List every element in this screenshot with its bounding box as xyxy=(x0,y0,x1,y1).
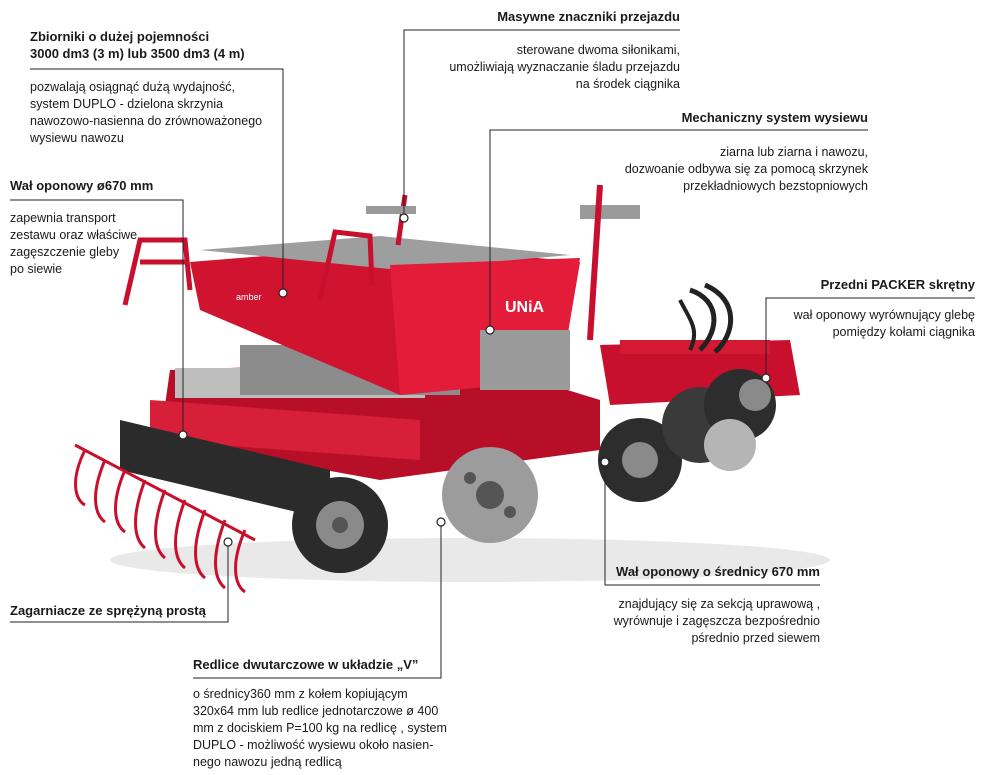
harrow-title: Zagarniacze ze sprężyną prostą xyxy=(10,603,206,618)
coulters-description: o średnicy360 mm z kołem kopiującym 320x… xyxy=(193,687,447,769)
rear-tyre-roller xyxy=(120,420,388,573)
markers-title: Masywne znaczniki przejazdu xyxy=(497,9,680,24)
rear-roller-description: zapewnia transport zestawu oraz właściwe… xyxy=(10,211,138,276)
front-roller-title: Wał oponowy o średnicy 670 mm xyxy=(616,564,820,579)
mechanical-description: ziarna lub ziarna i nawozu, dozwoanie od… xyxy=(624,145,868,193)
brand-logo: UNiA xyxy=(505,299,545,316)
packer-description: wał oponowy wyrównujący glebę pomiędzy k… xyxy=(793,308,975,339)
coulters-title: Redlice dwutarczowe w układzie „V” xyxy=(193,657,419,672)
markers xyxy=(366,184,640,341)
tanks-description: pozwalają osiągnąć dużą wydajność, syste… xyxy=(30,80,263,145)
front-packer xyxy=(598,282,800,502)
coulter-disc xyxy=(442,447,538,543)
tanks-title-line2: 3000 dm3 (3 m) lub 3500 dm3 (4 m) xyxy=(30,46,245,61)
packer-title: Przedni PACKER skrętny xyxy=(820,277,975,292)
tanks-title-line1: Zbiorniki o dużej pojemności xyxy=(30,29,210,44)
markers-description: sterowane dwoma siłonikami, umożliwiają … xyxy=(449,43,680,91)
rear-roller-title: Wał oponowy ø670 mm xyxy=(10,178,154,193)
hopper: UNiA amber xyxy=(190,236,580,395)
front-roller-description: znajdujący się za sekcją uprawową , wyró… xyxy=(613,597,820,645)
harrow-tines xyxy=(74,443,256,594)
model-badge: amber xyxy=(236,292,262,302)
mechanical-title: Mechaniczny system wysiewu xyxy=(681,110,868,125)
